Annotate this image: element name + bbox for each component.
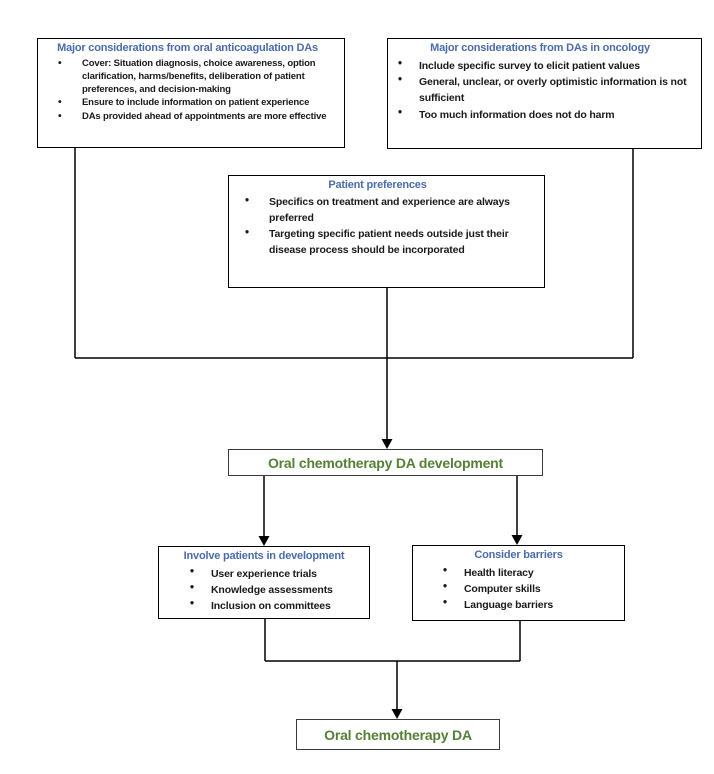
- oncology-bullet-list: Include specific survey to elicit patien…: [388, 58, 692, 123]
- list-item: DAs provided ahead of appointments are m…: [38, 111, 337, 124]
- box-oral-chemotherapy-da: Oral chemotherapy DA: [296, 719, 500, 750]
- patient-preferences-bullet-list: Specifics on treatment and experience ar…: [229, 195, 526, 259]
- anticoagulation-box-title: Major considerations from oral anticoagu…: [57, 42, 318, 54]
- arrow-down-into-involve-icon: [258, 536, 270, 546]
- list-item: Specifics on treatment and experience ar…: [229, 195, 526, 227]
- list-item: Too much information does not do harm: [388, 107, 692, 123]
- consider-barriers-bullet-list: Health literacy Computer skills Language…: [413, 565, 624, 614]
- oral-chemotherapy-da-label: Oral chemotherapy DA: [324, 726, 472, 743]
- involve-patients-bullet-list: User experience trials Knowledge assessm…: [159, 566, 369, 615]
- box-patient-preferences: Patient preferences Specifics on treatme…: [228, 175, 545, 288]
- list-item: Health literacy: [413, 565, 624, 581]
- list-item: Knowledge assessments: [159, 582, 369, 598]
- oncology-box-title: Major considerations from DAs in oncolog…: [430, 42, 650, 54]
- box-da-development: Oral chemotherapy DA development: [228, 449, 543, 476]
- list-item: Include specific survey to elicit patien…: [388, 58, 692, 74]
- list-item: User experience trials: [159, 566, 369, 582]
- box-involve-patients: Involve patients in development User exp…: [158, 546, 370, 619]
- consider-barriers-box-title: Consider barriers: [474, 549, 563, 561]
- da-development-label: Oral chemotherapy DA development: [267, 454, 504, 471]
- list-item: Cover: Situation diagnosis, choice aware…: [38, 58, 337, 97]
- box-consider-barriers: Consider barriers Health literacy Comput…: [412, 545, 625, 621]
- list-item: Inclusion on committees: [159, 598, 369, 614]
- involve-patients-box-title: Involve patients in development: [183, 550, 345, 562]
- list-item: Targeting specific patient needs outside…: [229, 227, 526, 259]
- arrow-down-into-development-icon: [381, 439, 393, 449]
- anticoagulation-bullet-list: Cover: Situation diagnosis, choice aware…: [38, 58, 337, 125]
- box-anticoagulation-considerations: Major considerations from oral anticoagu…: [37, 38, 345, 148]
- box-oncology-considerations: Major considerations from DAs in oncolog…: [387, 38, 702, 149]
- arrow-down-into-barriers-icon: [511, 535, 523, 545]
- list-item: General, unclear, or overly optimistic i…: [388, 74, 692, 107]
- arrow-down-into-final-icon: [391, 709, 403, 719]
- list-item: Computer skills: [413, 581, 624, 597]
- list-item: Language barriers: [413, 597, 624, 613]
- list-item: Ensure to include information on patient…: [38, 97, 337, 110]
- patient-preferences-box-title: Patient preferences: [328, 179, 427, 191]
